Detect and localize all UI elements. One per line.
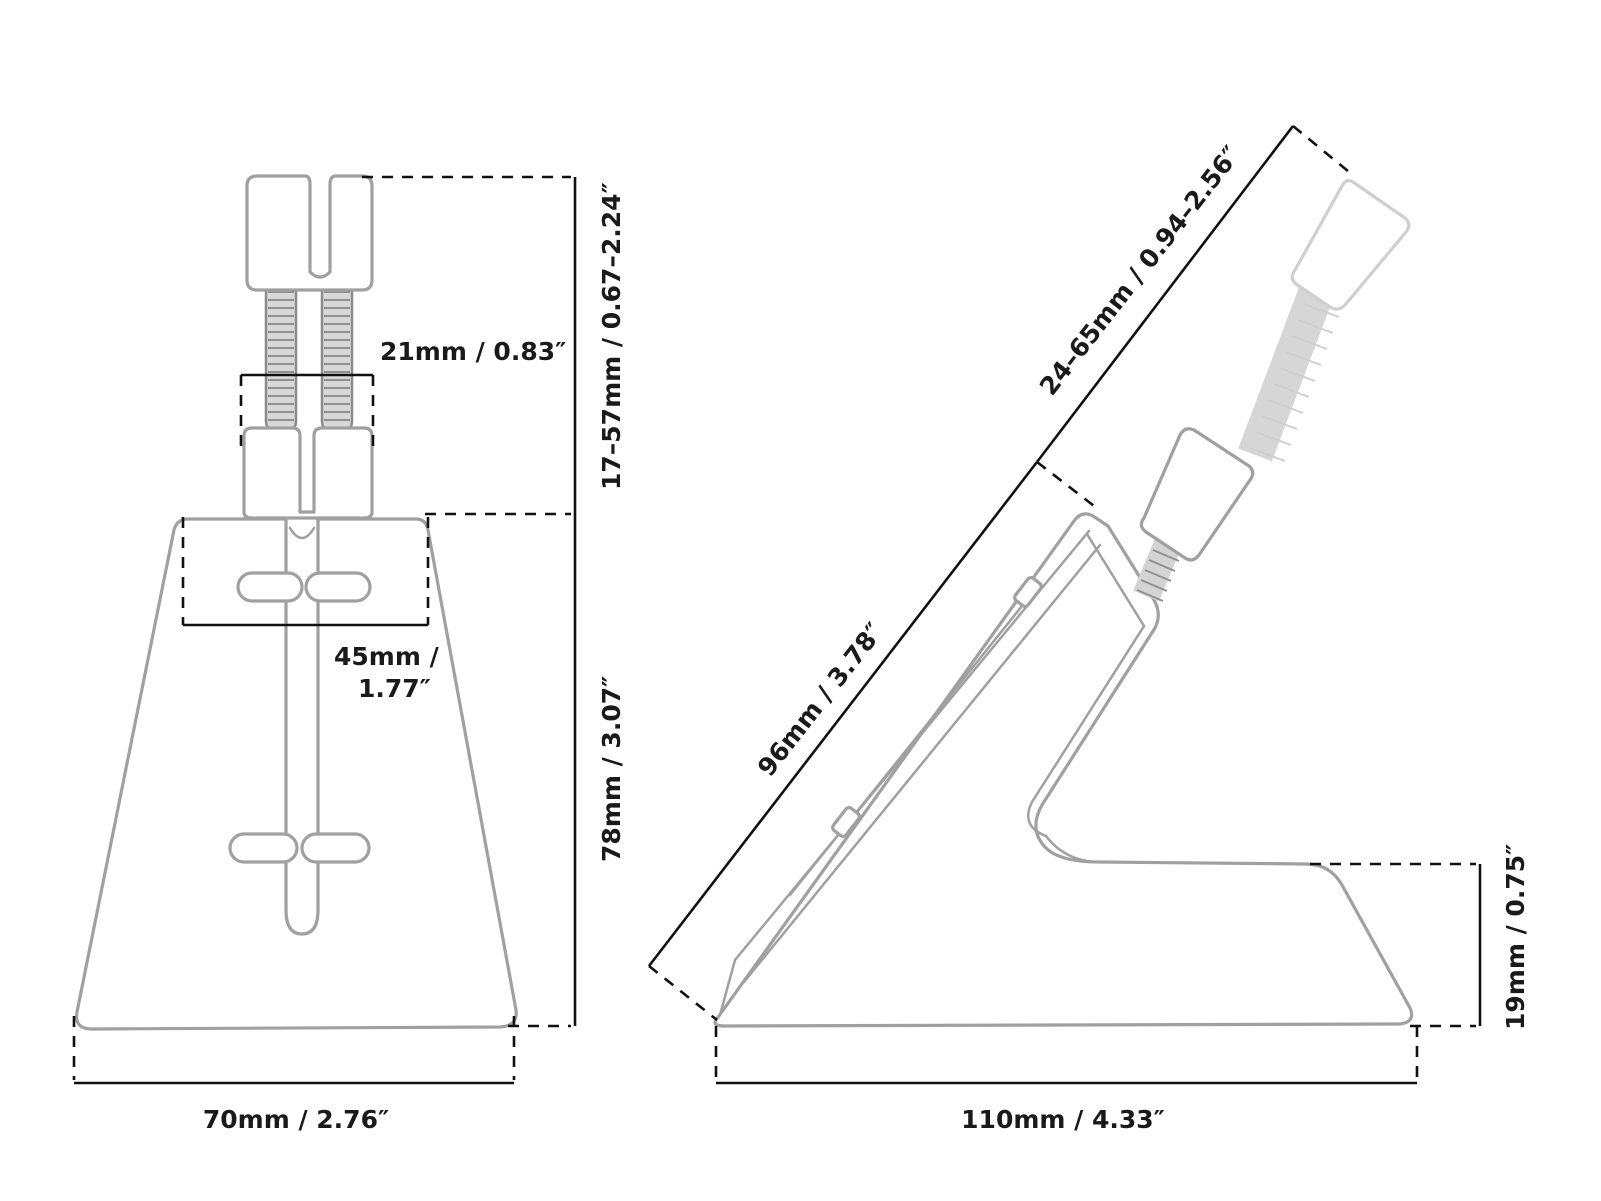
side-clip-lower bbox=[831, 806, 861, 838]
slope-label: 96mm / 3.78″ bbox=[752, 617, 890, 782]
side-view bbox=[713, 179, 1414, 1028]
slope-line bbox=[647, 461, 1039, 967]
side-height-label: 19mm / 0.75″ bbox=[1501, 844, 1530, 1030]
front-view bbox=[74, 174, 518, 1031]
side-lower-clip bbox=[1139, 427, 1255, 562]
front-springs bbox=[264, 274, 354, 433]
side-channel-outer bbox=[718, 529, 1091, 1017]
side-faded-clip bbox=[1290, 179, 1411, 311]
side-clip-upper bbox=[1013, 576, 1043, 608]
side-body-inner-bottom bbox=[1044, 834, 1102, 864]
clip-width-label: 21mm / 0.83″ bbox=[380, 337, 566, 366]
front-slot-upper-right bbox=[304, 571, 372, 603]
arm-height-label: 17–57mm / 0.67–2.24″ bbox=[597, 182, 626, 490]
slot-width-label-line2: 1.77″ bbox=[358, 674, 431, 703]
front-dimensions: 21mm / 0.83″ 45mm / 1.77″ 17–57mm / 0.67… bbox=[72, 175, 626, 1134]
front-center-slot bbox=[284, 517, 320, 936]
front-slot-lower-right bbox=[300, 832, 371, 864]
arm-line bbox=[1035, 125, 1295, 463]
front-width-label: 70mm / 2.76″ bbox=[203, 1105, 389, 1134]
front-slot-upper-left bbox=[236, 571, 304, 603]
front-notch bbox=[288, 526, 316, 540]
front-lower-clip bbox=[242, 426, 374, 520]
front-slot-lower-left bbox=[228, 832, 299, 864]
side-arm-extended bbox=[1238, 179, 1411, 462]
slot-width-label-line1: 45mm / bbox=[334, 642, 440, 671]
base-height-label: 78mm / 3.07″ bbox=[597, 676, 626, 862]
arm-label: 24–65mm / 0.94–2.56″ bbox=[1034, 140, 1246, 400]
side-channel-inner bbox=[742, 543, 1102, 984]
front-top-clip bbox=[245, 174, 374, 292]
side-length-label: 110mm / 4.33″ bbox=[961, 1105, 1165, 1134]
side-body-inner-top bbox=[1027, 532, 1146, 838]
